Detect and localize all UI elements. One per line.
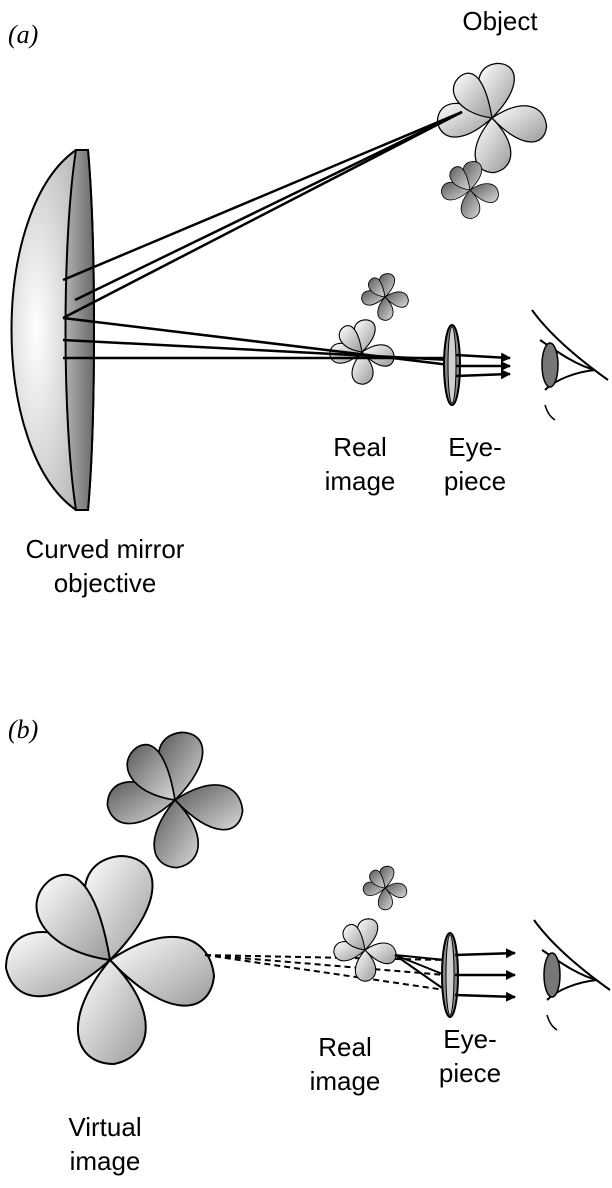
objective-label: Curved mirror objective [0,532,210,600]
real-image-label-a: Real image [300,430,420,498]
real-image-flower-b-back [362,865,408,911]
real-image-flower-b-front [333,918,397,982]
real-image-label-a-line1: Real [333,432,387,462]
rays-to-eye-b [454,948,516,1002]
object-label: Object [462,6,538,36]
eyepiece-label-b: Eye- piece [415,1022,525,1090]
incoming-rays [62,110,463,320]
reflected-rays [62,316,451,367]
eyepiece-label-a-line2: piece [443,466,507,496]
virtual-image-flower-back [106,731,244,869]
rays-to-eye-a [455,352,511,380]
eye-icon-b [533,919,611,1031]
real-image-label-b-line1: Real [318,1032,372,1062]
eyepiece-label-a-line1: Eye- [448,432,502,462]
objective-label-line2: objective [53,568,157,598]
eye-icon [531,309,609,421]
panel-b-label: (b) [8,715,39,744]
objective-label-line1: Curved mirror [25,534,185,564]
virtual-image-flower-front [5,855,216,1065]
curved-mirror-objective [10,149,95,511]
object-flower-upper [436,62,548,174]
virtual-image-label: Virtual image [45,1110,165,1178]
real-image-label-b: Real image [285,1030,405,1098]
real-image-label-b-line2: image [309,1066,381,1096]
eyepiece-label-a: Eye- piece [420,430,530,498]
eyepiece-label-b-line1: Eye- [443,1024,497,1054]
panel-a-label: (a) [8,20,39,49]
real-image-label-a-line2: image [324,466,396,496]
real-image-flower-a-back [361,273,409,321]
real-rays-b [394,954,446,991]
virtual-image-label-line2: image [69,1146,141,1176]
eyepiece-lens-b [441,932,459,1018]
virtual-image-label-line1: Virtual [68,1112,142,1142]
eyepiece-label-b-line2: piece [438,1058,502,1088]
